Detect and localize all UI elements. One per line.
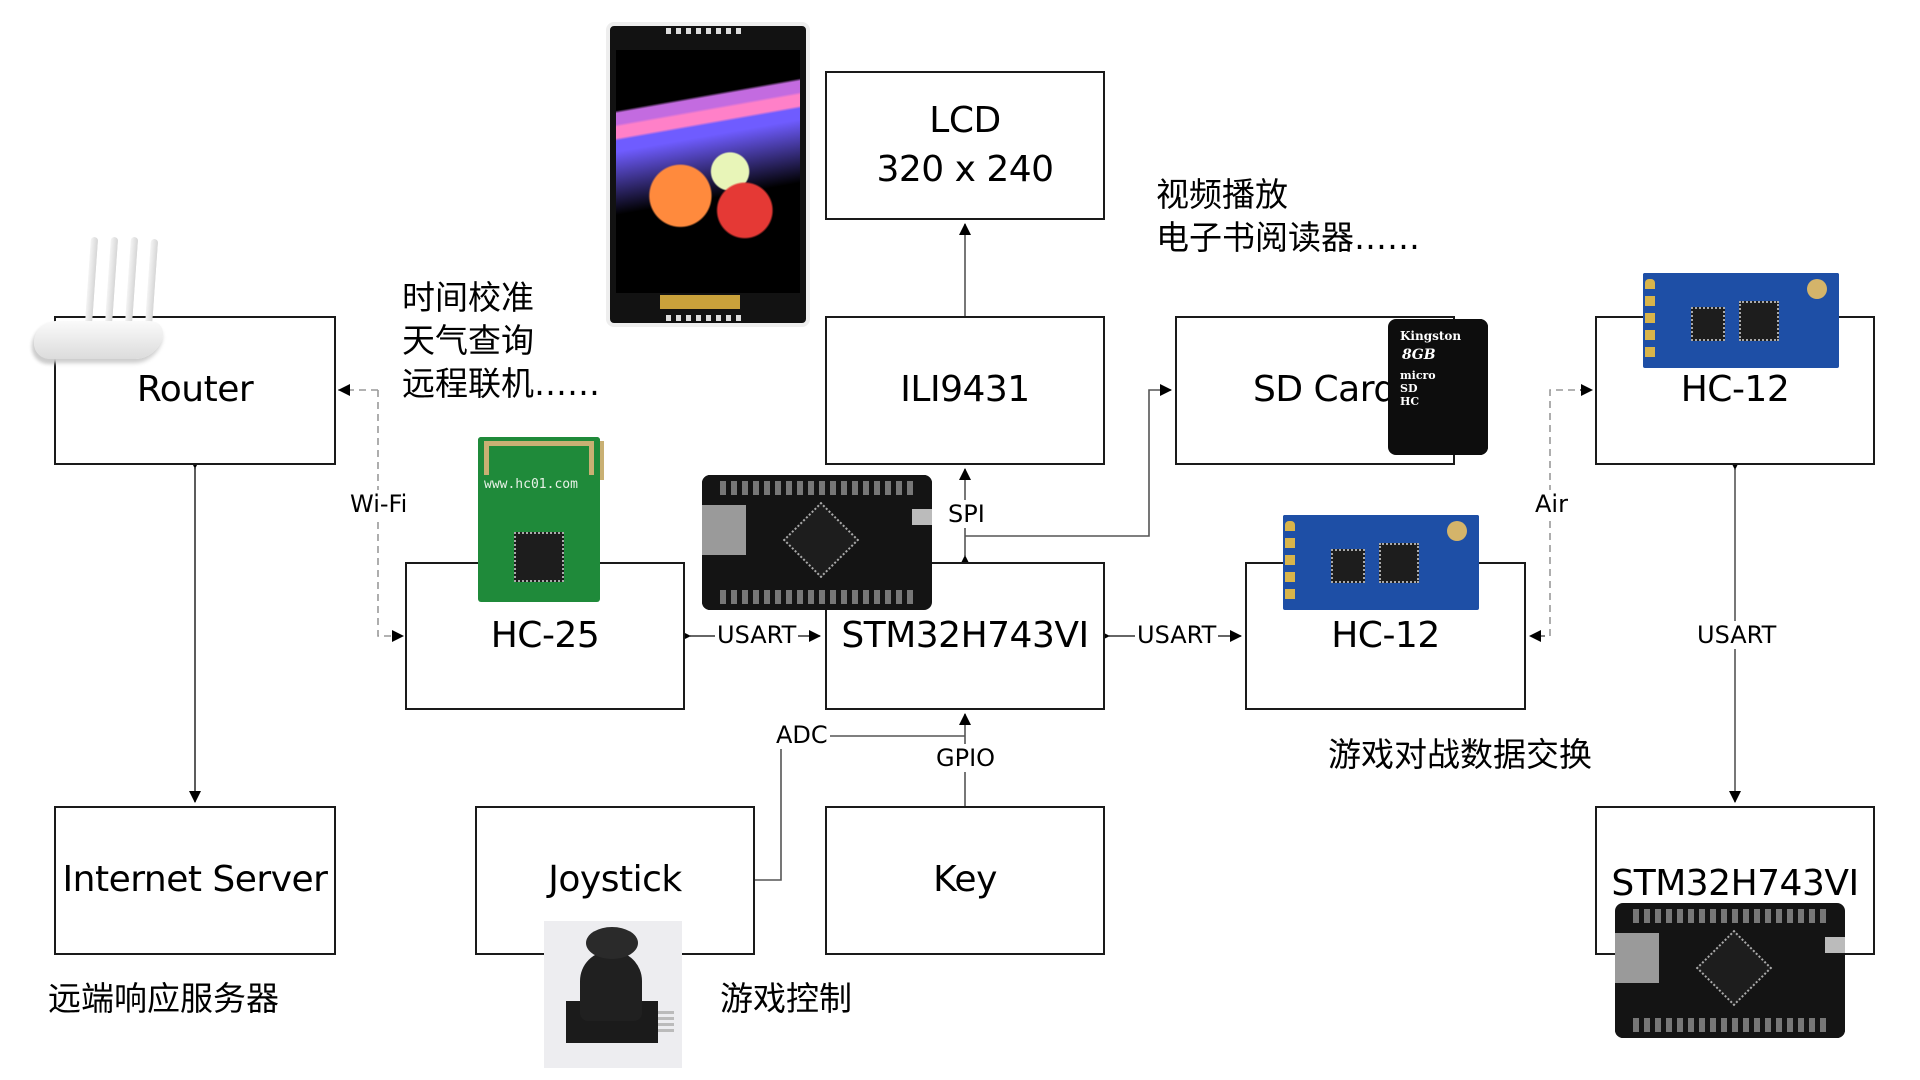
stm32-remote-label: STM32H743VI [1611,863,1859,904]
note-ebook: 电子书阅读器…… [1156,218,1420,257]
hc25-module-image-overlay: www.hc01.com [478,437,600,602]
joystick-image [544,921,682,1068]
hc25-url-text-overlay: www.hc01.com [484,477,578,492]
air-label: Air [1533,490,1570,518]
joystick-label: Joystick [548,859,682,901]
sd-card-label: SD Card [1253,369,1396,411]
hc12-local-label: HC-12 [1331,614,1440,656]
lcd-module-image [606,22,810,327]
adc-link [754,735,965,881]
game-exchange-caption: 游戏对战数据交换 [1328,735,1592,774]
spi-sd-link [965,384,1172,537]
hc12-remote-image-overlay [1643,273,1839,368]
gpio-label: GPIO [934,744,998,772]
usart-remote-label: USART [1695,621,1779,649]
wifi-link [338,389,401,637]
adc-label: ADC [774,721,830,749]
router-label: Router [136,369,254,411]
lcd-block: LCD 320 x 240 [825,71,1105,220]
server-caption: 远端响应服务器 [48,979,279,1018]
wifi-label: Wi-Fi [348,490,410,518]
usart-hc25-label: USART [715,621,799,649]
internet-server-block: Internet Server [54,806,336,955]
sd-type-text-overlay: micro SD HC [1400,369,1436,408]
air-link [1549,389,1590,636]
sd-card-image-overlay: Kingston 8GB micro SD HC [1388,319,1488,455]
game-control-caption: 游戏控制 [720,979,852,1018]
note-time-sync: 时间校准 [402,278,534,317]
stm32-main-label: STM32H743VI [841,614,1089,656]
network-features-note: 时间校准 天气查询 远程联机…… [402,276,600,405]
ili9431-label: ILI9431 [900,369,1030,411]
spi-label: SPI [946,500,987,528]
hc12-local-image-overlay [1283,515,1479,610]
note-video: 视频播放 [1156,175,1288,214]
hc12-remote-label: HC-12 [1680,369,1790,411]
key-label: Key [933,859,997,901]
media-features-note: 视频播放 电子书阅读器…… [1156,173,1420,259]
note-weather: 天气查询 [402,321,534,360]
stm32-remote-board-image-overlay [1615,903,1845,1038]
lcd-label: LCD [929,99,1001,141]
key-block: Key [825,806,1105,955]
sd-brand-text-overlay: Kingston [1400,329,1462,343]
lcd-resolution-label: 320 x 240 [876,148,1054,190]
stm32-board-image-overlay [702,475,932,610]
usart-hc12-label: USART [1135,621,1219,649]
router-image-overlay [29,235,174,365]
note-remote-play: 远程联机…… [402,364,600,403]
internet-server-label: Internet Server [62,859,328,901]
ili9431-block: ILI9431 [825,316,1105,465]
hc25-label: HC-25 [490,614,600,656]
sd-capacity-text-overlay: 8GB [1402,347,1436,363]
